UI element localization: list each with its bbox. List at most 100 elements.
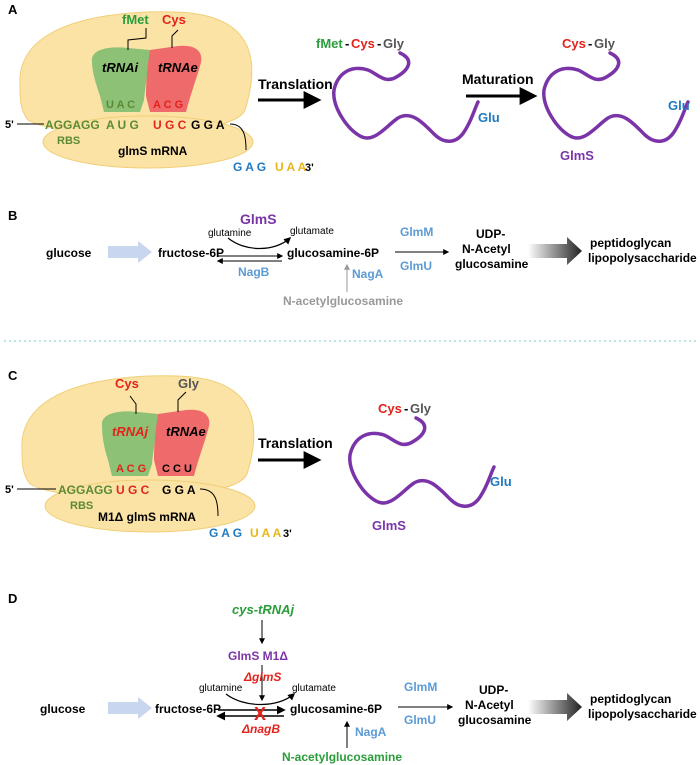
anticodon-e: A C G — [153, 99, 183, 111]
glms-reaction-b — [227, 237, 292, 249]
arrow-output-b — [528, 237, 582, 265]
anticodon-e-c: C C U — [162, 463, 192, 475]
pep-c-cys: Cys — [378, 401, 402, 416]
nag-b: N-acetylglucosamine — [283, 294, 403, 308]
mrna-name-c: M1Δ glmS mRNA — [98, 510, 196, 524]
rbs-a: RBS — [57, 135, 80, 147]
arrow-glucose-b — [108, 241, 152, 263]
block-x-icon: X — [254, 704, 266, 724]
cys-label-a: Cys — [162, 12, 186, 27]
pep1-dash1: - — [345, 36, 349, 51]
pep2-gly: Gly — [594, 36, 616, 51]
arrow-glucose-d — [108, 697, 152, 719]
glutamine-b: glutamine — [208, 228, 252, 239]
product-a: GlmS — [560, 148, 594, 163]
glms-b: GlmS — [240, 211, 277, 227]
glutamate-d: glutamate — [292, 683, 336, 694]
tail-gag-c: G A G — [209, 526, 242, 540]
sd-c: AGGAGG — [58, 483, 113, 497]
product-c: GlmS — [372, 518, 406, 533]
udp3-b: glucosamine — [455, 257, 529, 271]
nagb-b: NagB — [238, 265, 270, 279]
pep-c-dash: - — [404, 401, 408, 416]
pep-c-glu: Glu — [490, 474, 512, 489]
panel-b: B glucose fructose-6P glutamine glutamat… — [8, 208, 697, 308]
cys-stem — [171, 29, 179, 48]
trna-i-label: tRNAi — [102, 60, 138, 75]
g6p-b: glucosamine-6P — [287, 246, 379, 260]
fmet-label: fMet — [122, 12, 149, 27]
panel-c: C tRNAj A C G tRNAe C C U Cys Gly 5' AGG… — [5, 368, 512, 540]
gly-label-c: Gly — [178, 376, 200, 391]
f6p-b: fructose-6P — [158, 246, 224, 260]
out1-b: peptidoglycan — [590, 236, 671, 250]
delta-glms: ΔglmS — [243, 670, 281, 684]
delta-nagb: ΔnagB — [241, 722, 280, 736]
anticodon-j: A C G — [116, 463, 146, 475]
pep2-dash: - — [588, 36, 592, 51]
peptide-1: fMet - Cys - Gly Glu — [316, 36, 500, 143]
udp3-d: glucosamine — [458, 713, 532, 727]
codon-gga-c: G G A — [162, 483, 196, 497]
panel-c-label: C — [8, 368, 18, 383]
glms-m1: GlmS M1Δ — [228, 649, 288, 663]
pep2-cys: Cys — [562, 36, 586, 51]
pep1-fmet: fMet — [316, 36, 343, 51]
step-translation-a: Translation — [258, 76, 333, 92]
glmu-b: GlmU — [400, 259, 432, 273]
cys-trna-j: cys-tRNAj — [232, 602, 295, 617]
trna-e-c: tRNAe C C U — [154, 409, 210, 476]
three-prime-c: 3' — [283, 528, 292, 540]
pep1-cys: Cys — [351, 36, 375, 51]
tail-gag-a: G A G — [233, 160, 266, 174]
tail-uaa-c: U A A — [250, 526, 282, 540]
glucose-d: glucose — [40, 702, 86, 716]
pep1-gly: Gly — [383, 36, 405, 51]
mrna-name-a: glmS mRNA — [118, 144, 188, 158]
udp1-d: UDP- — [479, 683, 508, 697]
cys-label-c: Cys — [115, 376, 139, 391]
codon-aug: A U G — [106, 118, 139, 132]
trna-e-c-label: tRNAe — [166, 424, 206, 439]
naga-b: NagA — [352, 267, 384, 281]
rbs-c: RBS — [70, 500, 93, 512]
trna-j: tRNAj A C G — [101, 411, 158, 476]
codon-ugc-a: U G C — [153, 118, 187, 132]
panel-d: D cys-tRNAj GlmS M1Δ glutamine glutamate… — [8, 591, 697, 764]
naga-d: NagA — [355, 725, 387, 739]
glutamine-d: glutamine — [199, 683, 243, 694]
cys-stem-c — [129, 395, 137, 414]
pep1-dash2: - — [377, 36, 381, 51]
udp2-b: N-Acetyl — [462, 242, 511, 256]
panel-b-label: B — [8, 208, 17, 223]
codon-gga-a: G G A — [191, 118, 225, 132]
pep-c-gly: Gly — [410, 401, 432, 416]
out2-b: lipopolysaccharide — [588, 251, 697, 265]
glutamate-b: glutamate — [290, 226, 334, 237]
trna-j-label: tRNAj — [112, 424, 148, 439]
trna-e-label: tRNAe — [158, 60, 198, 75]
trna-i: tRNAi U A C — [91, 47, 150, 112]
anticodon-i: U A C — [106, 99, 135, 111]
panel-a-label: A — [8, 2, 18, 17]
gly-stem-c — [177, 391, 187, 412]
step-translation-c: Translation — [258, 435, 333, 451]
three-prime-a: 3' — [305, 162, 314, 174]
fmet-stem — [127, 28, 147, 50]
glmm-d: GlmM — [404, 680, 437, 694]
trna-e: tRNAe A C G — [146, 45, 202, 112]
glmm-b: GlmM — [400, 225, 433, 239]
f6p-d: fructose-6P — [155, 702, 221, 716]
peptide-c: Cys - Gly Glu — [348, 401, 512, 508]
g6p-d: glucosamine-6P — [290, 702, 382, 716]
arrow-output-d — [528, 693, 582, 721]
five-prime-a: 5' — [5, 119, 14, 131]
step-maturation: Maturation — [462, 71, 534, 87]
panel-d-label: D — [8, 591, 17, 606]
five-prime-c: 5' — [5, 484, 14, 496]
glmu-d: GlmU — [404, 713, 436, 727]
out2-d: lipopolysaccharide — [588, 707, 697, 721]
peptide-2: Cys - Gly Glu — [542, 36, 690, 143]
nag-d: N-acetylglucosamine — [282, 750, 402, 764]
